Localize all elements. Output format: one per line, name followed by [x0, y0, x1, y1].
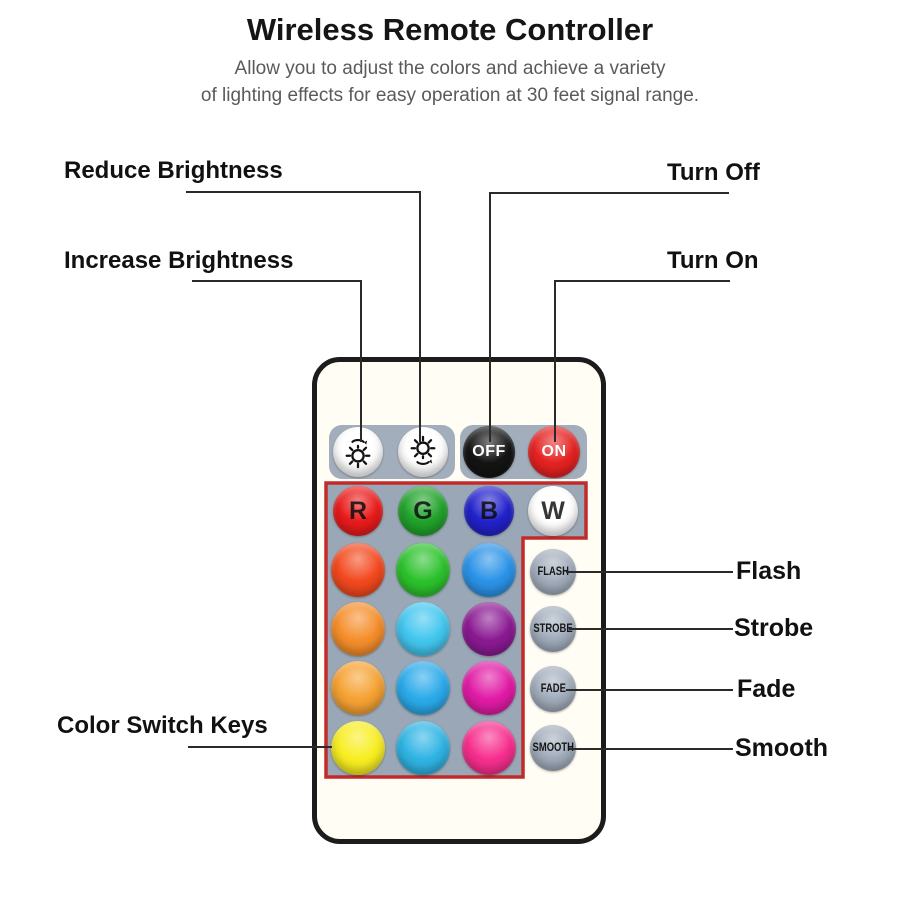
color-key-2-1[interactable]	[331, 543, 385, 597]
fade-line	[566, 689, 733, 691]
color-keys-region	[324, 481, 588, 779]
fade-button-label: FADE	[540, 683, 566, 695]
reduce-brightness-label: Reduce Brightness	[64, 157, 283, 184]
increase-brightness-line-v	[360, 280, 362, 442]
turn-on-label: Turn On	[667, 247, 759, 274]
off-button-label: OFF	[472, 443, 506, 460]
color-key-5-1[interactable]	[331, 721, 385, 775]
smooth-line	[569, 748, 733, 750]
color-key-r[interactable]: R	[333, 486, 383, 536]
strobe-line	[569, 628, 733, 630]
turn-off-label: Turn Off	[667, 159, 760, 186]
color-key-4-1[interactable]	[331, 661, 385, 715]
color-key-5-3[interactable]	[462, 721, 516, 775]
color-key-2-2[interactable]	[396, 543, 450, 597]
color-key-r-label: R	[348, 496, 368, 525]
sun-brightness-reduce-icon	[410, 435, 436, 465]
increase-brightness-line-h	[192, 280, 362, 282]
color-switch-keys-label: Color Switch Keys	[57, 712, 268, 739]
flash-button-label: FLASH	[537, 566, 569, 578]
page-title: Wireless Remote Controller	[246, 12, 654, 47]
sun-brightness-increase-icon	[345, 439, 371, 469]
on-button-label: ON	[541, 443, 567, 460]
subtitle-line-2: of lighting effects for easy operation a…	[200, 85, 700, 106]
reduce-brightness-line-h	[186, 191, 420, 193]
color-key-3-3[interactable]	[462, 602, 516, 656]
color-key-b[interactable]: B	[464, 486, 514, 536]
strobe-button-label: STROBE	[533, 623, 573, 635]
off-button[interactable]: OFF	[463, 426, 515, 478]
color-key-b-label: B	[479, 496, 499, 525]
flash-label: Flash	[736, 557, 802, 585]
color-key-5-2[interactable]	[396, 721, 450, 775]
reduce-brightness-button[interactable]	[398, 427, 448, 477]
turn-on-line-v	[554, 280, 556, 442]
increase-brightness-label: Increase Brightness	[64, 247, 294, 274]
fade-label: Fade	[737, 675, 796, 703]
turn-off-line-v	[489, 192, 491, 442]
color-key-g[interactable]: G	[398, 486, 448, 536]
color-switch-keys-line	[188, 746, 332, 748]
color-key-w[interactable]: W	[528, 486, 578, 536]
smooth-button-label: SMOOTH	[532, 742, 574, 754]
color-keys-outline	[324, 481, 588, 779]
reduce-brightness-line-v	[419, 191, 421, 442]
color-key-3-1[interactable]	[331, 602, 385, 656]
turn-off-line-h	[489, 192, 729, 194]
color-key-g-label: G	[413, 496, 433, 525]
color-key-2-3[interactable]	[462, 543, 516, 597]
strobe-label: Strobe	[734, 614, 814, 642]
increase-brightness-button[interactable]	[333, 427, 383, 477]
smooth-button[interactable]: SMOOTH	[530, 725, 576, 771]
strobe-button[interactable]: STROBE	[530, 606, 576, 652]
color-key-3-2[interactable]	[396, 602, 450, 656]
color-key-4-3[interactable]	[462, 661, 516, 715]
color-key-4-2[interactable]	[396, 661, 450, 715]
smooth-label: Smooth	[735, 734, 829, 762]
color-key-w-label: W	[541, 496, 565, 525]
turn-on-line-h	[554, 280, 730, 282]
flash-line	[566, 571, 733, 573]
subtitle-line-1: Allow you to adjust the colors and achie…	[234, 58, 666, 79]
